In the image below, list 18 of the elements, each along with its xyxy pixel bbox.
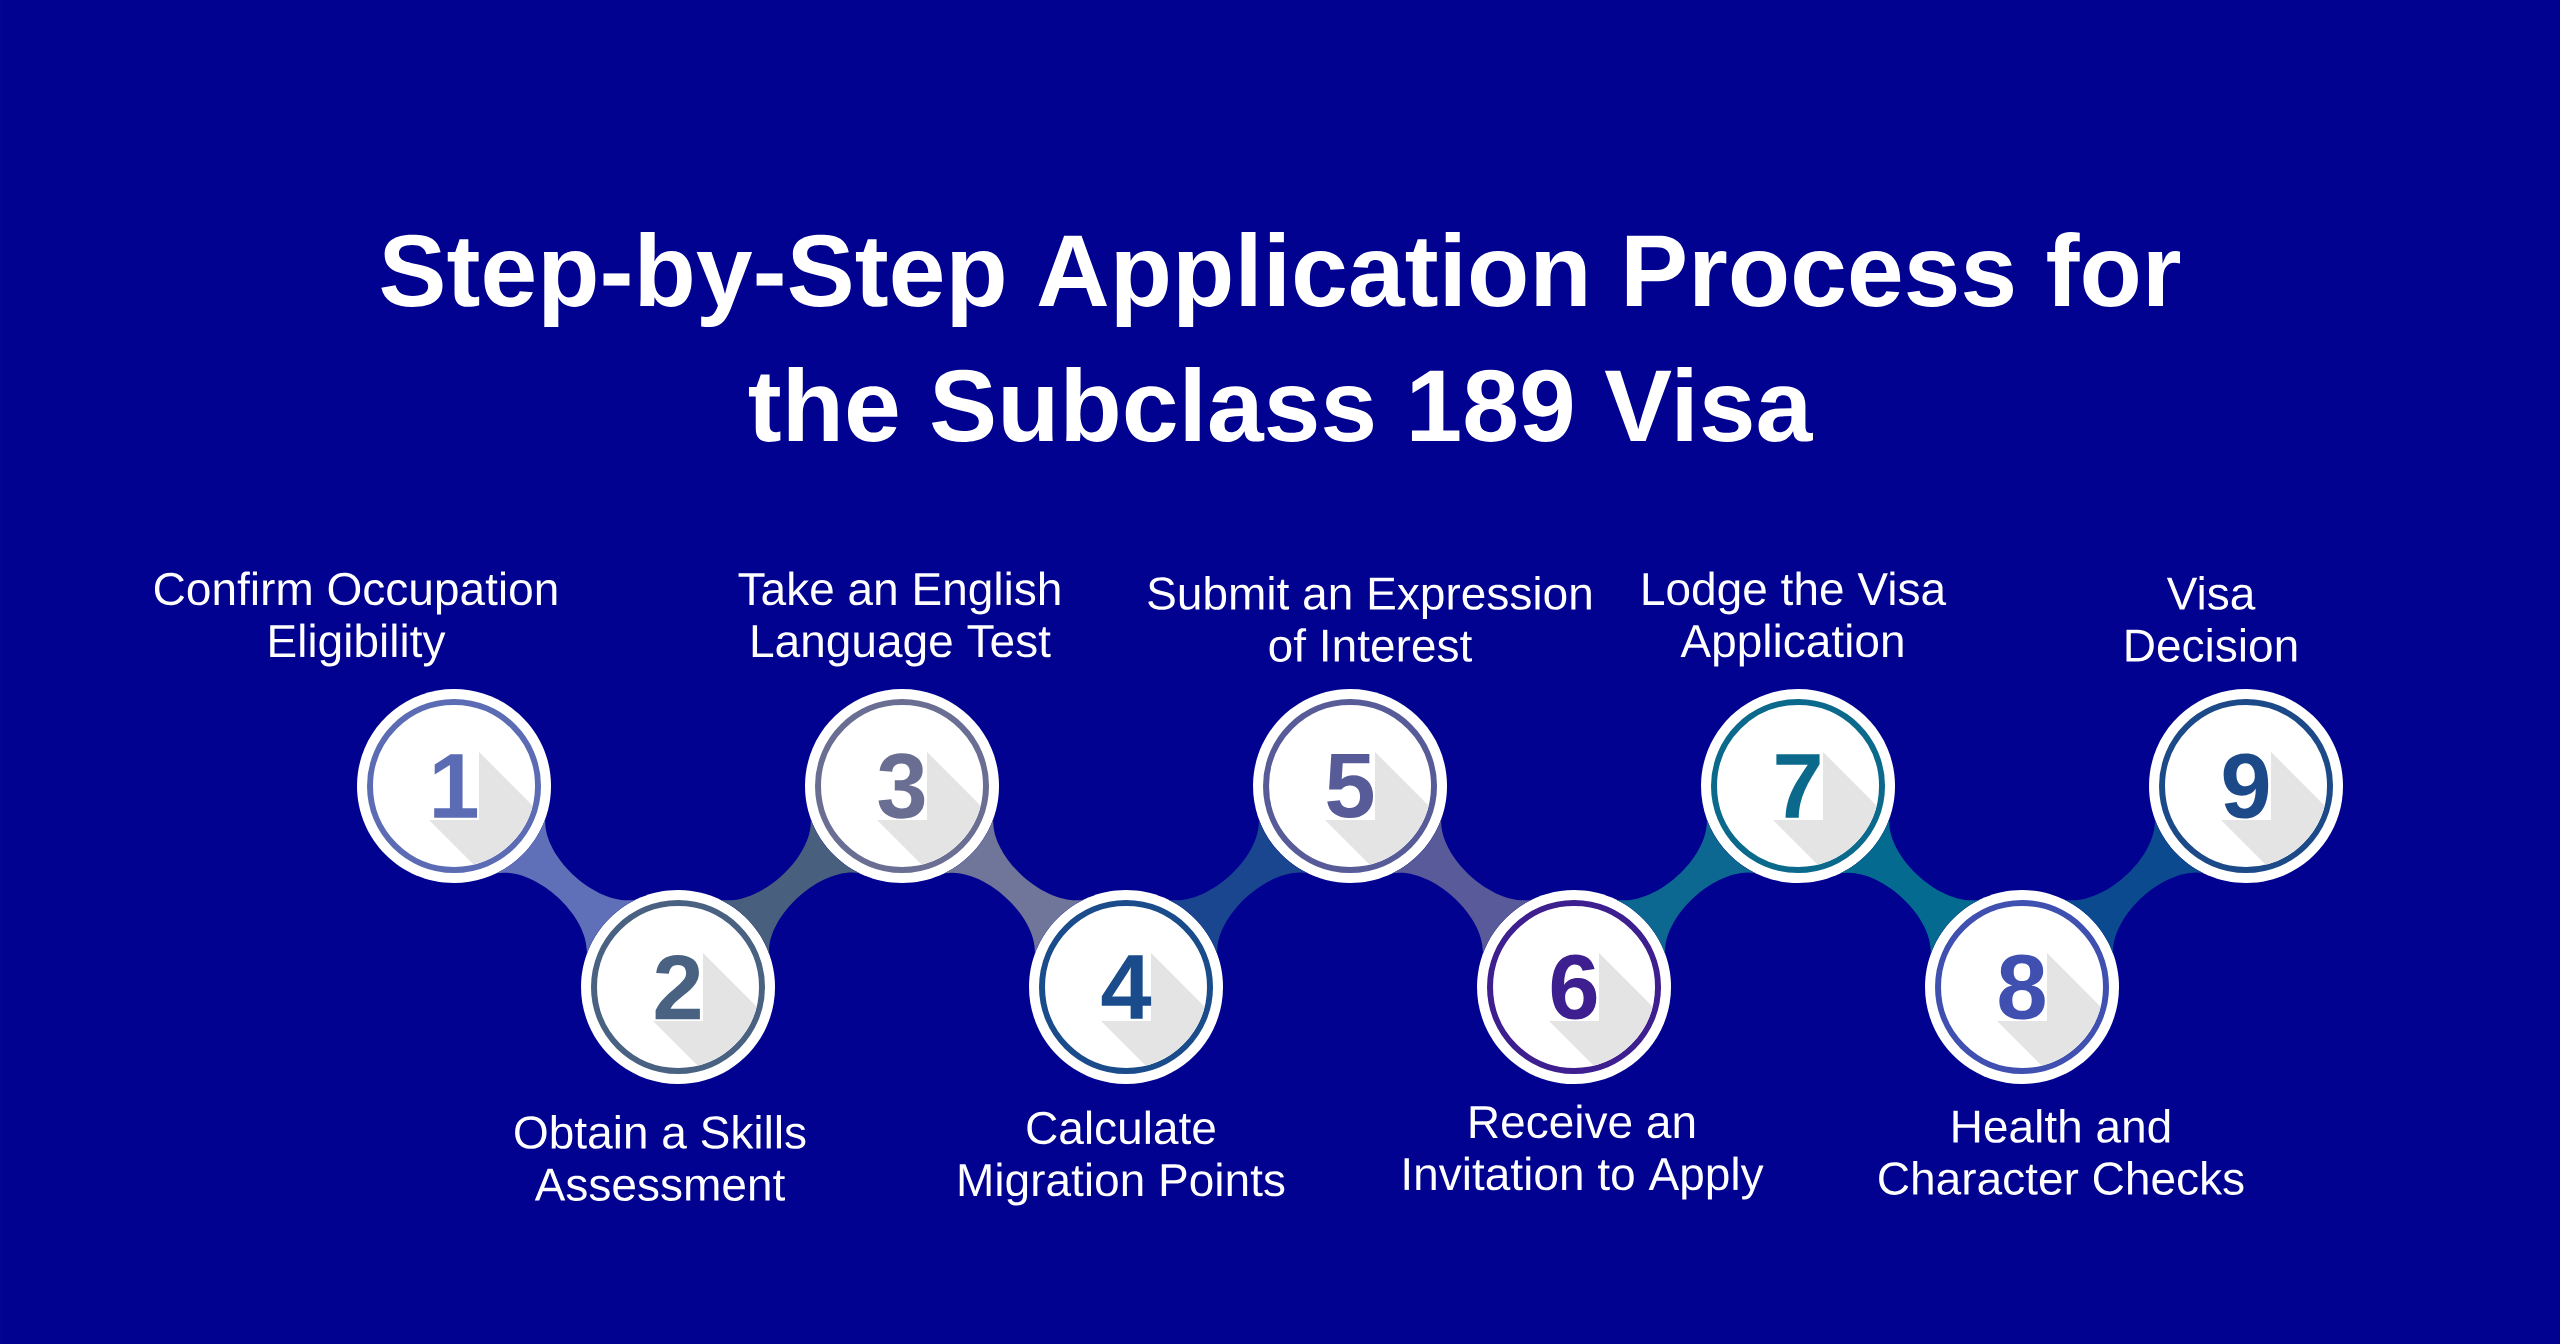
title: Step-by-Step Application Process for the Subclass 189 Visa	[381, 232, 2180, 442]
step-label: Submit an Expression of Interest	[1148, 576, 1591, 662]
step-label: Health and Character Checks	[1879, 1109, 2244, 1195]
connector	[1168, 819, 1308, 954]
connector	[1616, 819, 1756, 954]
step-label: Receive an Invitation to Apply	[1404, 1104, 1764, 1200]
connector	[1392, 819, 1532, 954]
step-label: Visa Decision	[2126, 576, 2297, 662]
connector	[720, 819, 860, 954]
step-label: Calculate Migration Points	[959, 1110, 1285, 1206]
step-label: Lodge the Visa Application	[1643, 571, 1947, 667]
connector	[2064, 819, 2204, 954]
connector	[944, 819, 1084, 954]
step-label: Obtain a Skills Assessment	[515, 1115, 806, 1201]
step-label: Take an English Language Test	[738, 571, 1060, 667]
connector	[1840, 819, 1980, 954]
connector	[496, 819, 636, 954]
step-label: Confirm Occupation Eligibility	[154, 571, 557, 667]
